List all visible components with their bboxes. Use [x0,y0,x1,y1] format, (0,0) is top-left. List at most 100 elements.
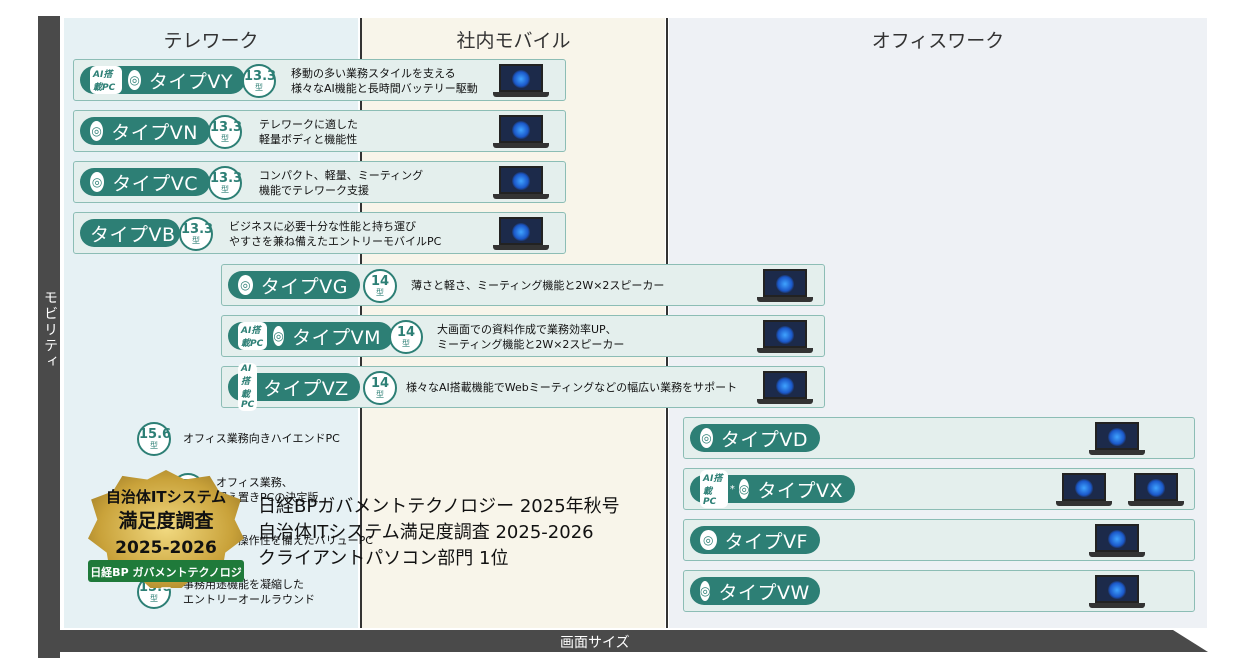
award-line-3: 2025-2026 [115,538,217,558]
screen-size-unit: 型 [150,441,158,450]
product-badge: AI搭載PC*◎タイプVX [690,470,855,508]
award-seal: 自治体ITシステム 満足度調査 2025-2026 日経BP ガバメントテクノロ… [88,470,244,595]
description-line: 薄さと軽さ、ミーティング機能と2W×2スピーカー [411,279,665,292]
product-badge: ◎ タイプVC [80,168,210,196]
product-description: 薄さと軽さ、ミーティング機能と2W×2スピーカー [411,278,664,293]
product-name: タイプVF [724,530,808,553]
product-badge: ◎ タイプVF [690,526,820,554]
product-name: タイプVY [148,70,233,93]
product-name: タイプVG [260,275,348,298]
screen-size-unit: 型 [150,594,158,603]
y-axis-label: モビリティ [42,290,58,370]
screen-size-unit: 型 [376,288,384,297]
description-line: 軽量ボディと機能性 [259,133,358,146]
wireless-icon: ◎ [90,121,104,141]
product-card[interactable]: ◎タイプVF15.6型スマートな操作性を備えたバリューPC [137,519,1195,561]
product-description: オフィス業務向きハイエンドPC [183,431,340,446]
product-name: タイプVM [292,326,381,349]
laptop-image [757,371,813,405]
laptop-image [1056,473,1112,507]
ai-footnote-mark: * [729,483,735,495]
screen-size-unit: 型 [376,390,384,399]
laptop-image [1089,524,1145,558]
screen-size-unit: 型 [221,185,229,194]
product-description: 移動の多い業務スタイルを支える様々なAI機能と長時間バッテリー駆動 [291,66,478,96]
laptop-image [493,64,549,98]
description-line: オフィス業務向きハイエンドPC [183,432,340,445]
ai-pc-icon: AI搭載PC [700,470,728,508]
laptop-image [757,320,813,354]
ai-pc-icon: AI搭載PC [238,322,268,350]
product-badge: ◎タイプVG [228,271,360,299]
product-description: ビジネスに必要十分な性能と持ち運びやすさを兼ね備えたエントリーモバイルPC [229,219,441,249]
wireless-icon: ◎ [128,70,141,90]
description-line: ミーティング機能と2W×2スピーカー [437,338,625,351]
laptop-image [493,217,549,251]
product-description: 様々なAI搭載機能でWebミーティングなどの幅広い業務をサポート [406,380,737,395]
description-line: 据え置きPCの決定版 [216,491,319,504]
product-name: タイプVD [720,428,808,451]
product-badge: AI搭載PC◎ タイプVM [228,322,393,350]
description-line: 移動の多い業務スタイルを支える [291,67,456,80]
product-description: テレワークに適した軽量ボディと機能性 [259,117,358,147]
ai-pc-icon: AI搭載PC [90,66,123,94]
award-line-1: 自治体ITシステム [105,488,227,506]
description-line: ビジネスに必要十分な性能と持ち運び [229,220,416,233]
screen-size-value: 14 [396,325,416,340]
product-badge: ◎ タイプVD [690,424,820,452]
description-line: 機能でテレワーク支援 [259,184,369,197]
product-badge: ◎ タイプVW [690,577,820,605]
wireless-icon: ◎ [273,326,285,346]
column-title-internal-mobile: 社内モバイル [456,30,571,52]
product-name: タイプVX [757,479,843,502]
survey-line-2: 自治体ITシステム満足度調査 2025-2026 [258,522,594,543]
product-name: タイプVC [112,172,198,195]
column-title-office-work: オフィスワーク [871,30,1005,52]
screen-size-value: 13.3 [210,171,243,186]
screen-size-value: 14 [370,376,390,391]
x-axis-label: 画面サイズ [560,635,630,651]
wireless-icon: ◎ [700,428,713,448]
screen-size-value: 14 [370,274,390,289]
survey-line-3: クライアントパソコン部門 1位 [258,548,509,569]
wireless-icon: ◎ [700,581,711,601]
wireless-icon: ◎ [90,172,105,192]
product-name: タイプVN [111,121,198,144]
product-name: タイプVW [718,581,810,604]
description-line: 様々なAI搭載機能でWebミーティングなどの幅広い業務をサポート [406,381,738,394]
laptop-image [1089,422,1145,456]
description-line: やすさを兼ね備えたエントリーモバイルPC [229,235,442,248]
ai-pc-icon: AI搭載PC [238,363,258,411]
wireless-icon: ◎ [700,530,717,550]
x-axis-bar [38,630,1208,652]
product-badge: AI搭載PC◎ タイプVY [80,66,245,94]
description-line: コンパクト、軽量、ミーティング [259,169,424,182]
survey-line-1: 日経BPガバメントテクノロジー 2025年秋号 [258,496,620,517]
award-band [88,560,244,582]
award-line-4: 日経BP ガバメントテクノロジー [90,566,242,595]
screen-size-unit: 型 [192,236,200,245]
product-description: コンパクト、軽量、ミーティング機能でテレワーク支援 [259,168,423,198]
description-line: オフィス業務、 [216,476,293,489]
product-description: 大画面での資料作成で業務効率UP、ミーティング機能と2W×2スピーカー [437,322,624,352]
product-description: オフィス業務、据え置きPCの決定版 [216,475,318,505]
description-line: テレワークに適した [259,118,358,131]
product-card[interactable]: ◎タイプVW15.6型事務用途機能を凝縮したエントリーオールラウンド [137,570,1195,612]
